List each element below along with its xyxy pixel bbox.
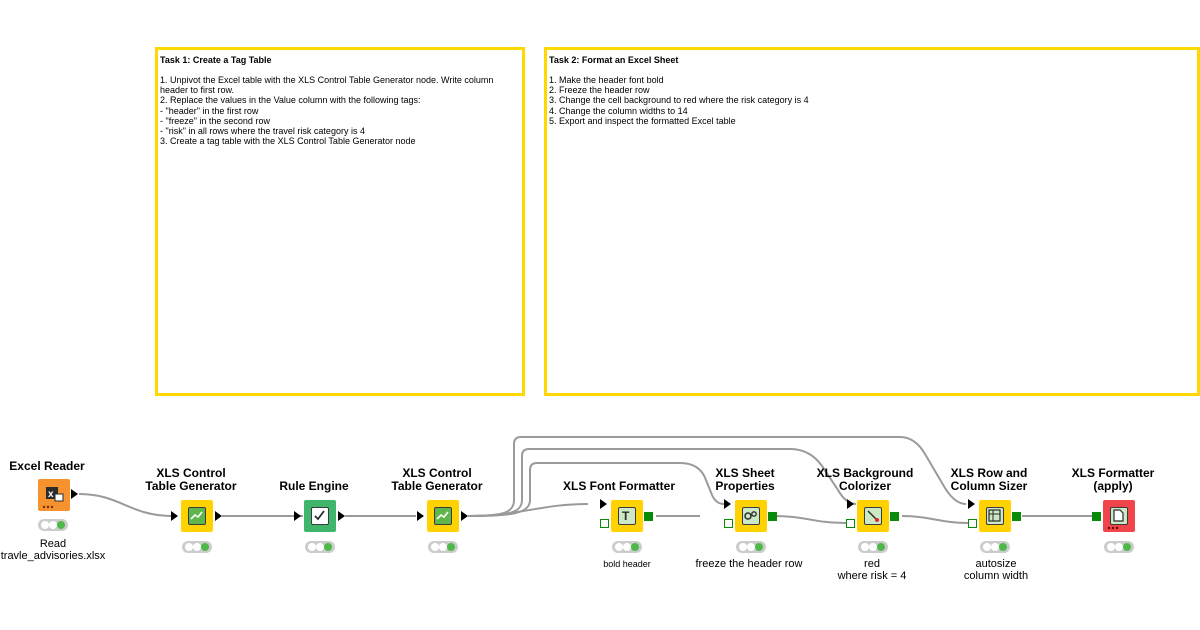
task1-body: 1. Unpivot the Excel table with the XLS …: [160, 75, 494, 147]
xls-font-status: [612, 541, 642, 553]
svg-text:T: T: [622, 509, 630, 523]
xls-rowcol-status: [980, 541, 1010, 553]
font-icon: T: [618, 507, 636, 525]
xls-ctg-2-out-port[interactable]: [461, 511, 468, 521]
colorizer-icon: [864, 507, 882, 525]
xls-bg-status: [858, 541, 888, 553]
xls-ctg-2-node[interactable]: [427, 500, 459, 532]
xls-ctg-2-in-port[interactable]: [417, 511, 424, 521]
xls-formatter-title: XLS Formatter (apply): [1071, 466, 1155, 493]
excel-reader-node[interactable]: x: [38, 479, 70, 511]
xls-ctg-1-node[interactable]: [181, 500, 213, 532]
xls-rowcol-title: XLS Row and Column Sizer: [950, 466, 1028, 493]
xls-ctg-2-title: XLS Control Table Generator: [391, 466, 483, 493]
xls-sheet-status: [736, 541, 766, 553]
xls-bg-in-port-2[interactable]: [846, 519, 855, 528]
task2-annotation[interactable]: Task 2: Format an Excel Sheet 1. Make th…: [544, 47, 1200, 396]
xls-sheet-node[interactable]: [735, 500, 767, 532]
xls-sheet-label: freeze the header row: [695, 558, 803, 570]
rule-engine-in-port[interactable]: [294, 511, 301, 521]
wire-ctg2-sheet: [467, 462, 725, 517]
xls-bg-title: XLS Background Colorizer: [816, 466, 914, 493]
xls-ctg-1-in-port[interactable]: [171, 511, 178, 521]
task1-title: Task 1: Create a Tag Table: [160, 55, 272, 65]
xls-bg-out-port[interactable]: [890, 512, 899, 521]
xls-font-out-port[interactable]: [644, 512, 653, 521]
task2-body: 1. Make the header font bold 2. Freeze t…: [549, 75, 809, 126]
rule-engine-title: Rule Engine: [279, 479, 349, 493]
wire-ctg2-rowsizer: [467, 436, 967, 517]
excel-reader-status: [38, 519, 68, 531]
wire-bg-rowsizer: [901, 515, 969, 524]
excel-reader-label: Read travle_advisories.xlsx: [0, 538, 106, 562]
xls-font-label: bold header: [603, 559, 651, 569]
chart-icon: [434, 507, 452, 525]
document-icon: [1110, 507, 1128, 525]
xls-sheet-out-port[interactable]: [768, 512, 777, 521]
wire-sheet-bg: [769, 515, 849, 524]
node-menu-dots-icon: [1107, 526, 1119, 530]
xls-rowcol-out-port[interactable]: [1012, 512, 1021, 521]
checkmark-icon: [311, 507, 329, 525]
xls-sheet-in-port-2[interactable]: [724, 519, 733, 528]
xls-font-in-port[interactable]: [600, 499, 607, 509]
xls-ctg-1-title: XLS Control Table Generator: [145, 466, 237, 493]
xls-rowcol-label: autosize column width: [963, 558, 1029, 582]
excel-reader-out-port[interactable]: [71, 489, 78, 499]
xls-font-title: XLS Font Formatter: [562, 479, 675, 493]
xls-bg-node[interactable]: [857, 500, 889, 532]
xls-formatter-in-port[interactable]: [1092, 512, 1101, 521]
task2-title: Task 2: Format an Excel Sheet: [549, 55, 679, 65]
rule-engine-node[interactable]: [304, 500, 336, 532]
xls-rowcol-node[interactable]: [979, 500, 1011, 532]
rule-engine-status: [305, 541, 335, 553]
xls-font-in-port-2[interactable]: [600, 519, 609, 528]
xls-formatter-node[interactable]: [1103, 500, 1135, 532]
xls-formatter-status: [1104, 541, 1134, 553]
gears-icon: [742, 507, 760, 525]
rule-engine-out-port[interactable]: [338, 511, 345, 521]
excel-reader-title: Excel Reader: [9, 459, 85, 473]
wire-reader-ctg1: [78, 493, 173, 517]
xls-ctg-2-status: [428, 541, 458, 553]
xls-rowcol-in-port-2[interactable]: [968, 519, 977, 528]
excel-icon: x: [42, 487, 64, 509]
svg-text:x: x: [48, 489, 54, 500]
wire-ctg2-bg: [467, 448, 857, 517]
table-icon: [986, 507, 1004, 525]
xls-font-node[interactable]: T: [611, 500, 643, 532]
xls-sheet-in-port[interactable]: [724, 499, 731, 509]
xls-sheet-title: XLS Sheet Properties: [715, 466, 775, 493]
xls-ctg-1-status: [182, 541, 212, 553]
xls-ctg-1-out-port[interactable]: [215, 511, 222, 521]
xls-bg-in-port[interactable]: [847, 499, 854, 509]
task1-annotation[interactable]: Task 1: Create a Tag Table 1. Unpivot th…: [155, 47, 525, 396]
xls-rowcol-in-port[interactable]: [968, 499, 975, 509]
xls-bg-label: red where risk = 4: [837, 558, 907, 582]
chart-icon: [188, 507, 206, 525]
